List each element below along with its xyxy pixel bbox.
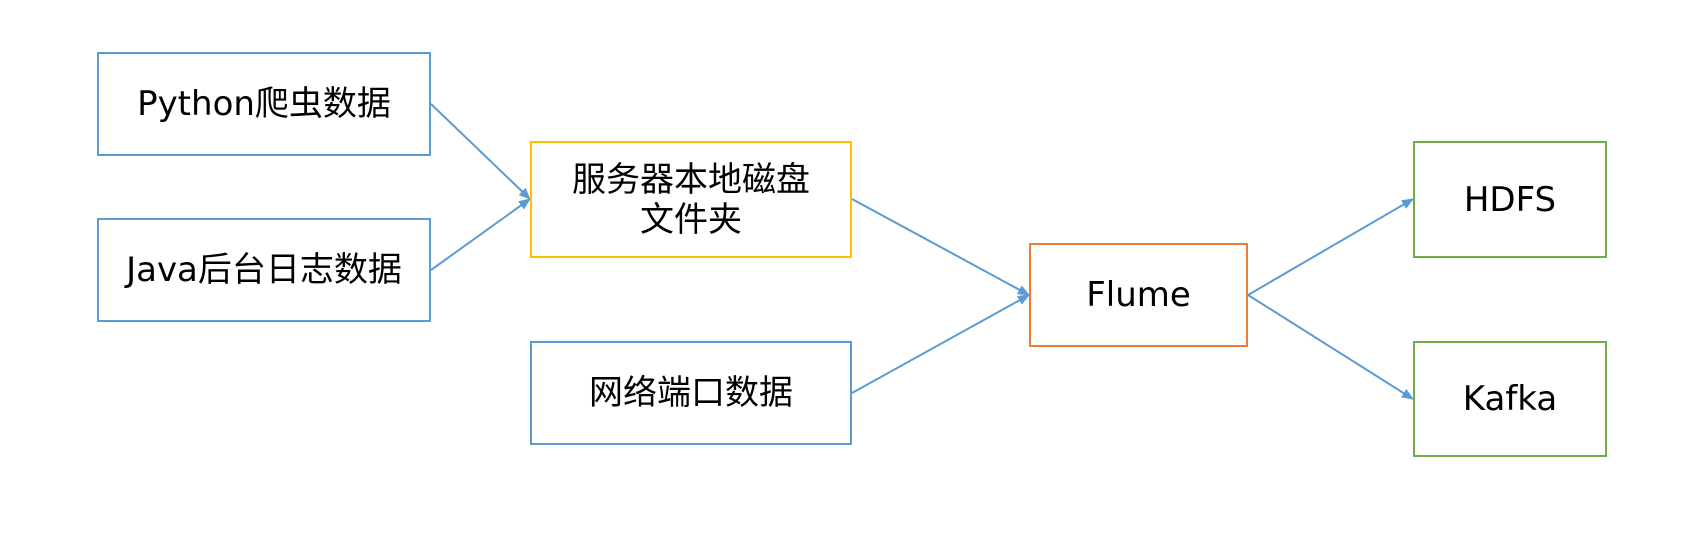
java-backend-log-data-node: Java后台日志数据 [97, 218, 431, 322]
arrow-net-to-flume [851, 294, 1030, 394]
arrow-flume-to-kafka [1247, 294, 1414, 400]
arrow-flume-to-hdfs [1247, 198, 1414, 296]
flume-node: Flume [1029, 243, 1248, 347]
arrow-java-to-disk [430, 198, 531, 271]
arrow-python-to-disk [430, 103, 531, 200]
kafka-node: Kafka [1413, 341, 1607, 457]
arrow-disk-to-flume [851, 198, 1030, 296]
hdfs-node: HDFS [1413, 141, 1607, 258]
server-local-disk-folder-node: 服务器本地磁盘 文件夹 [530, 141, 852, 258]
network-port-data-node: 网络端口数据 [530, 341, 852, 445]
python-crawler-data-node: Python爬虫数据 [97, 52, 431, 156]
